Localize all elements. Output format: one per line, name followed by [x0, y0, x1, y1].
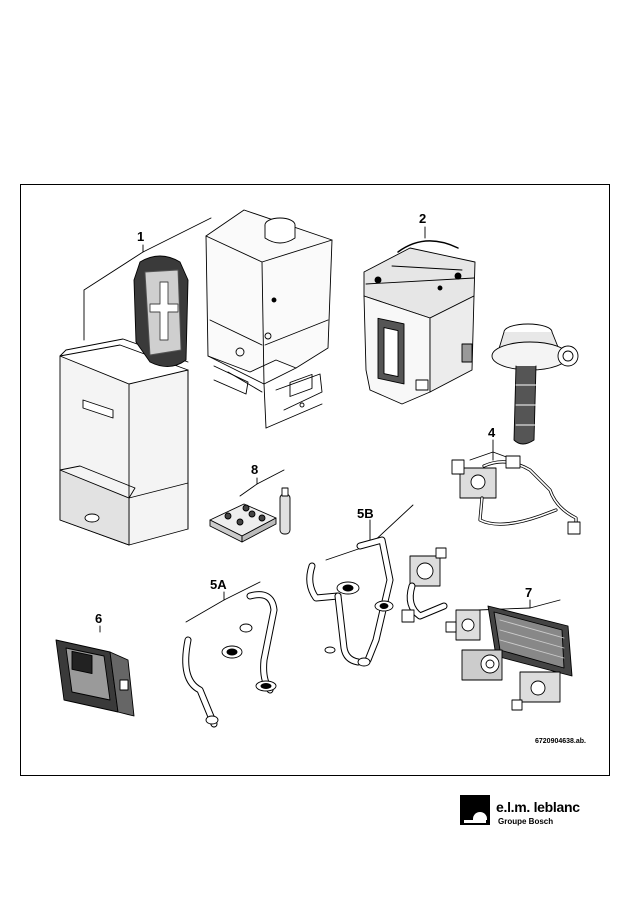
label-part-4: 4 — [488, 425, 496, 440]
logo-brand-name: e.l.m. leblanc — [496, 799, 580, 815]
part-5b-pipe-set — [306, 504, 448, 667]
part-8-fittings-kit — [209, 469, 291, 543]
part-4-fan-assembly — [451, 323, 581, 535]
label-part-2: 2 — [419, 211, 427, 226]
part-2-heat-exchanger — [363, 226, 476, 405]
label-part-7: 7 — [525, 585, 533, 600]
reference-code: 6720904638.ab. — [535, 738, 586, 745]
label-part-1: 1 — [137, 229, 145, 244]
logo-group-name: Groupe Bosch — [498, 817, 554, 826]
label-part-6: 6 — [95, 611, 103, 626]
part-6-control-unit — [55, 625, 135, 717]
diagram-frame — [20, 184, 610, 776]
brand-logo: e.l.m. leblanc Groupe Bosch — [460, 795, 610, 829]
logo-mark-icon — [460, 795, 490, 825]
part-7-hydraulic-block — [445, 599, 573, 711]
label-part-5b: 5B — [357, 506, 374, 521]
part-5a-pipe-set — [182, 581, 278, 728]
label-part-5a: 5A — [210, 577, 227, 592]
part-1-casing — [59, 209, 333, 546]
label-part-8: 8 — [251, 462, 259, 477]
